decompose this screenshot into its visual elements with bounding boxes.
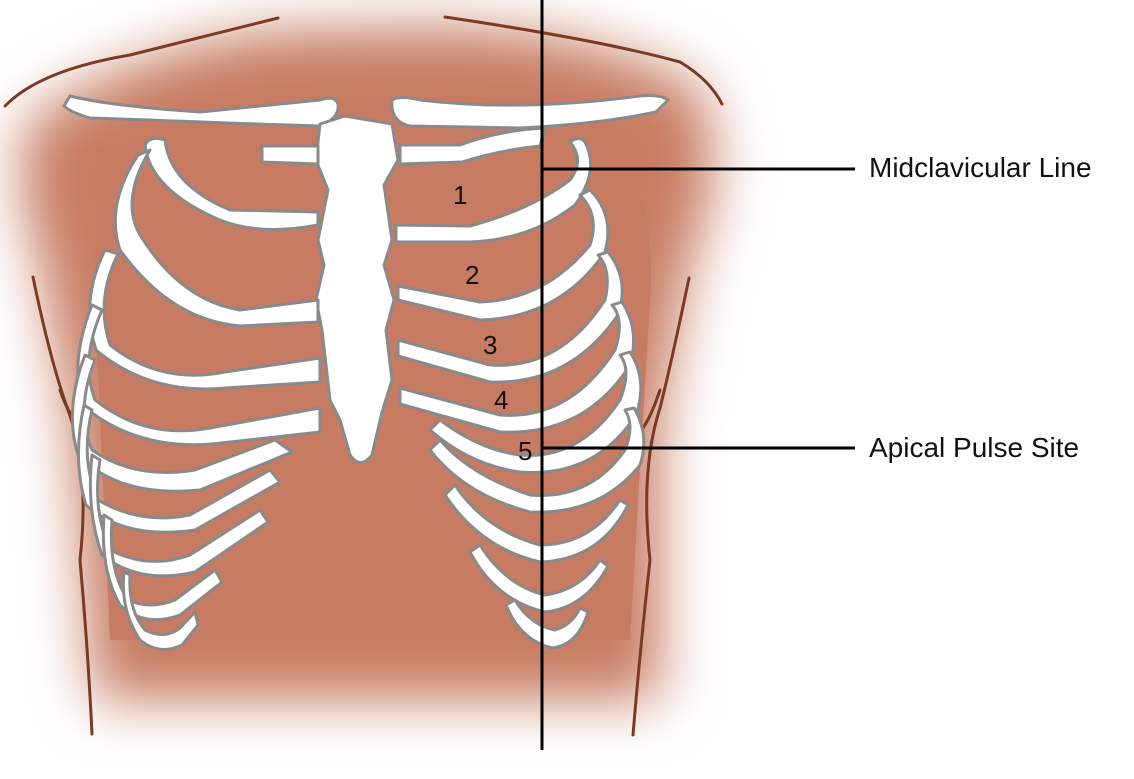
rib-numbers: 1 2 3 4 5 — [453, 180, 532, 466]
rib-number-5: 5 — [518, 436, 532, 466]
rib-number-3: 3 — [483, 330, 497, 360]
rib-number-1: 1 — [453, 180, 467, 210]
apical-pulse-label: Apical Pulse Site — [869, 432, 1079, 463]
clavicles — [62, 94, 670, 130]
rib-number-4: 4 — [494, 385, 508, 415]
midclavicular-label: Midclavicular Line — [869, 152, 1092, 183]
rib-number-2: 2 — [465, 260, 479, 290]
right-ribs — [394, 126, 646, 650]
left-ribs — [70, 136, 322, 651]
